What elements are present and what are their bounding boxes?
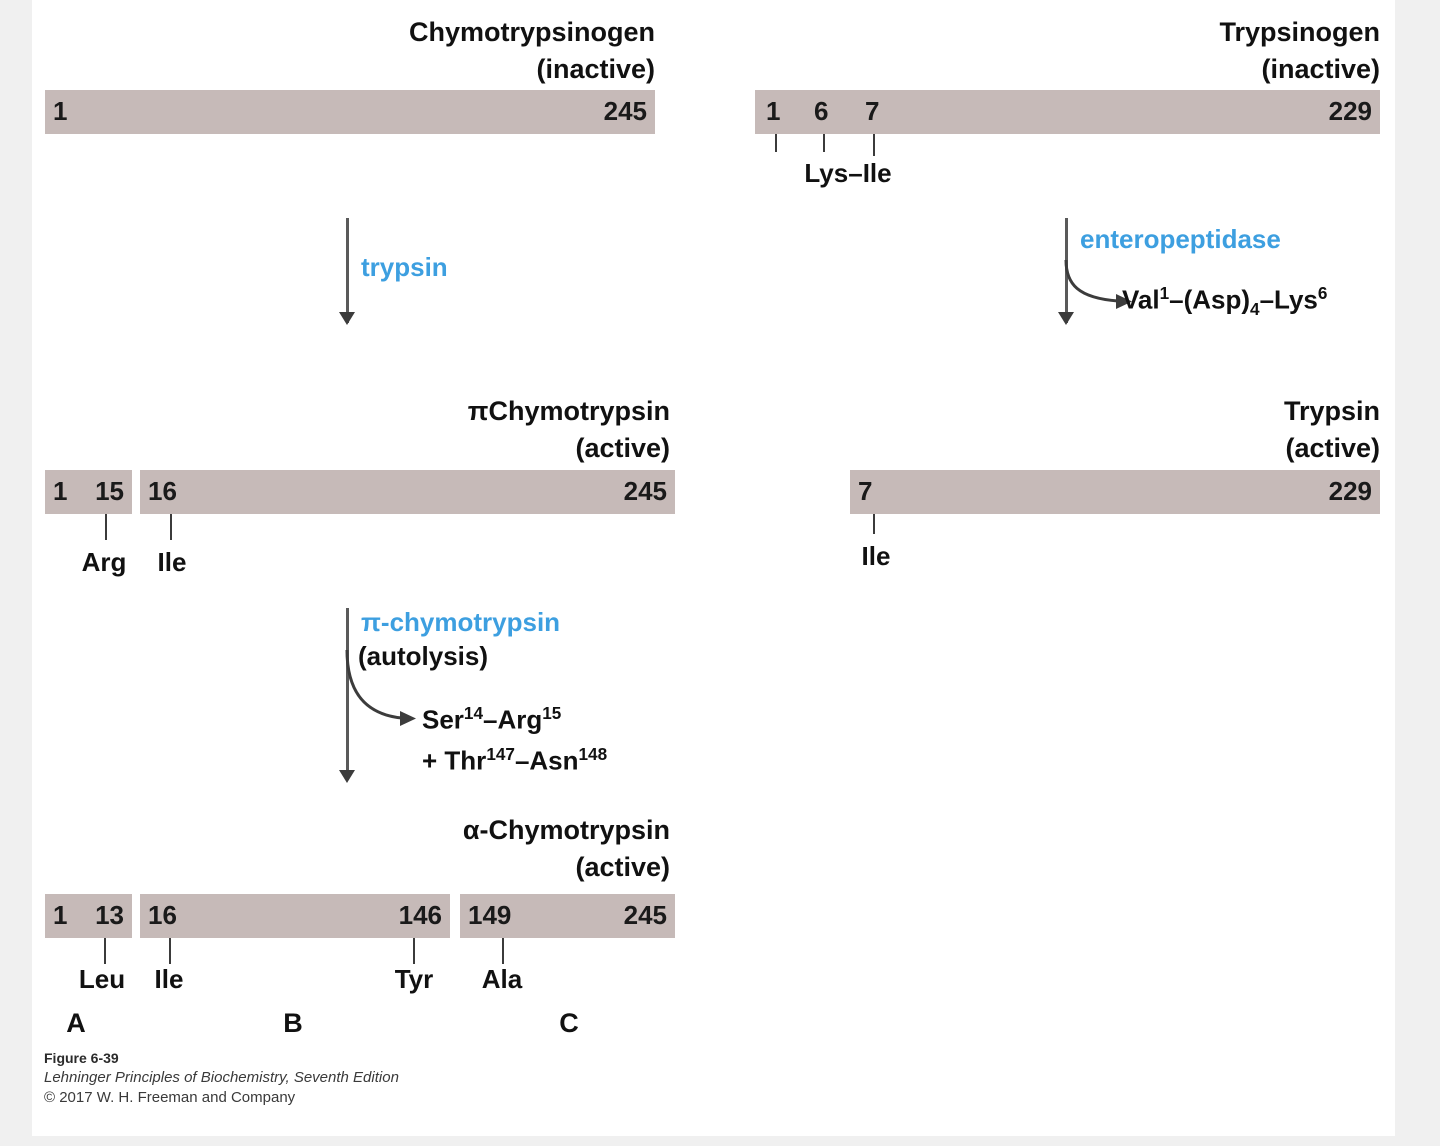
autolysis-product-line-1: Ser14–Arg15 (422, 703, 561, 736)
pi-chymotrypsin-title: πChymotrypsin (active) (468, 393, 670, 468)
caption-copyright: © 2017 W. H. Freeman and Company (44, 1089, 296, 1106)
trypsinogen-title-text: Trypsinogen (1219, 17, 1380, 47)
trypsinogen-tick-6 (823, 134, 825, 152)
pi-tick-arg (105, 514, 107, 540)
trypsinogen-residues-label: Lys–Ile (804, 158, 892, 188)
product-lys: –Lys (1259, 284, 1318, 315)
trypsinogen-number-7: 7 (865, 95, 880, 126)
trypsinogen-tick-1 (775, 134, 777, 152)
autolysis-p1-ser: Ser (422, 704, 464, 735)
trypsinogen-bar: 1 6 7 229 (755, 90, 1380, 134)
pi-chymotrypsin-title-text: πChymotrypsin (467, 396, 670, 426)
caption-source: Lehninger Principles of Biochemistry, Se… (44, 1069, 399, 1086)
product-lys-sup: 6 (1317, 283, 1328, 303)
alpha-chymotrypsin-segment-c: 149 245 (460, 894, 675, 938)
figure-canvas: Chymotrypsinogen (inactive) 1 245 Trypsi… (32, 0, 1395, 1136)
product-val: Val (1122, 284, 1160, 315)
alpha-seg-b-end-number: 146 (398, 899, 442, 930)
alpha-residue-ala: Ala (481, 964, 523, 994)
alpha-seg-c-start-number: 149 (468, 899, 512, 930)
alpha-seg-a-start-number: 1 (53, 899, 68, 930)
autolysis-p1-ser-sup: 14 (463, 703, 484, 723)
trypsinogen-state: (inactive) (1261, 54, 1380, 85)
figure-caption: Figure 6-39 Lehninger Principles of Bioc… (44, 1050, 399, 1106)
enteropeptidase-enzyme-label: enteropeptidase (1080, 224, 1281, 254)
alpha-tick-ile (169, 938, 171, 964)
chymotrypsinogen-start-number: 1 (53, 95, 68, 126)
trypsin-active-title: Trypsin (active) (1284, 393, 1380, 468)
autolysis-p2-asn: –Asn (514, 745, 579, 776)
trypsinogen-tick-7 (873, 134, 875, 156)
pi-seg-a-start-number: 1 (53, 475, 68, 506)
trypsin-active-state: (active) (1285, 433, 1380, 464)
alpha-tick-leu (104, 938, 106, 964)
alpha-chymotrypsin-title-text: α-Chymotrypsin (462, 815, 670, 845)
autolysis-p1-arg-sup: 15 (542, 703, 562, 723)
chymotrypsinogen-title: Chymotrypsinogen (inactive) (409, 14, 655, 89)
autolysis-arrow-head (339, 770, 355, 783)
alpha-chain-letter-a: A (66, 1008, 86, 1038)
product-val-sup: 1 (1159, 283, 1170, 303)
autolysis-product-line-2: + Thr147–Asn148 (422, 744, 607, 777)
alpha-chymotrypsin-segment-b: 16 146 (140, 894, 450, 938)
autolysis-p2-thr-sup: 147 (486, 744, 515, 764)
alpha-seg-a-end-number: 13 (95, 899, 124, 930)
trypsinogen-title: Trypsinogen (inactive) (1219, 14, 1380, 89)
autolysis-p1-arg: –Arg (483, 704, 543, 735)
enteropeptidase-arrow-head (1058, 312, 1074, 325)
trypsin-arrow-head (339, 312, 355, 325)
trypsin-active-start-number: 7 (858, 475, 873, 506)
alpha-tick-ala (502, 938, 504, 964)
autolysis-arrow-shaft (346, 608, 349, 780)
autolysis-p2-plus: + (422, 745, 445, 776)
pi-tick-ile (170, 514, 172, 540)
alpha-chymotrypsin-segment-a: 1 13 (45, 894, 132, 938)
trypsin-active-residue-ile: Ile (861, 541, 891, 571)
pi-residue-ile: Ile (157, 547, 187, 577)
trypsin-active-end-number: 229 (1328, 475, 1372, 506)
alpha-seg-c-end-number: 245 (623, 899, 667, 930)
alpha-chain-letter-b: B (283, 1008, 303, 1038)
trypsin-arrow-shaft (346, 218, 349, 323)
caption-figure-number: Figure 6-39 (44, 1050, 119, 1066)
trypsin-active-title-text: Trypsin (1283, 396, 1380, 426)
trypsin-enzyme-label: trypsin (361, 252, 448, 282)
alpha-residue-leu: Leu (78, 964, 126, 994)
trypsinogen-number-1: 1 (766, 95, 781, 126)
alpha-chain-letter-c: C (559, 1008, 579, 1038)
autolysis-p2-thr: Thr (444, 745, 487, 776)
autolysis-curved-arrow-icon (345, 649, 416, 726)
pi-chymotrypsin-segment-b: 16 245 (140, 470, 675, 514)
trypsin-active-tick-ile (873, 514, 875, 534)
trypsinogen-end-number: 229 (1328, 95, 1372, 126)
alpha-residue-ile: Ile (154, 964, 184, 994)
pi-chymotrypsin-state: (active) (575, 433, 670, 464)
trypsinogen-number-6: 6 (814, 95, 829, 126)
chymotrypsinogen-title-text: Chymotrypsinogen (408, 17, 655, 47)
alpha-residue-tyr: Tyr (394, 964, 434, 994)
enteropeptidase-product: Val1–(Asp)4–Lys6 (1122, 283, 1327, 320)
pi-seg-b-start-number: 16 (148, 475, 177, 506)
alpha-chymotrypsin-state: (active) (575, 852, 670, 883)
autolysis-note: (autolysis) (358, 641, 489, 671)
autolysis-enzyme-label: π-chymotrypsin (361, 607, 561, 637)
pi-chymotrypsin-segment-a: 1 15 (45, 470, 132, 514)
alpha-seg-b-start-number: 16 (148, 899, 177, 930)
chymotrypsinogen-end-number: 245 (603, 95, 647, 126)
alpha-chymotrypsin-title: α-Chymotrypsin (active) (463, 812, 670, 887)
enteropeptidase-curved-arrow-icon (1064, 259, 1132, 309)
chymotrypsinogen-bar: 1 245 (45, 90, 655, 134)
chymotrypsinogen-state: (inactive) (536, 54, 655, 85)
product-asp: –(Asp) (1169, 284, 1251, 315)
pi-seg-b-end-number: 245 (623, 475, 667, 506)
trypsin-active-bar: 7 229 (850, 470, 1380, 514)
autolysis-p2-asn-sup: 148 (578, 744, 608, 764)
pi-seg-a-end-number: 15 (95, 475, 124, 506)
product-asp-sub: 4 (1250, 298, 1260, 319)
alpha-tick-tyr (413, 938, 415, 964)
pi-residue-arg: Arg (81, 547, 127, 577)
